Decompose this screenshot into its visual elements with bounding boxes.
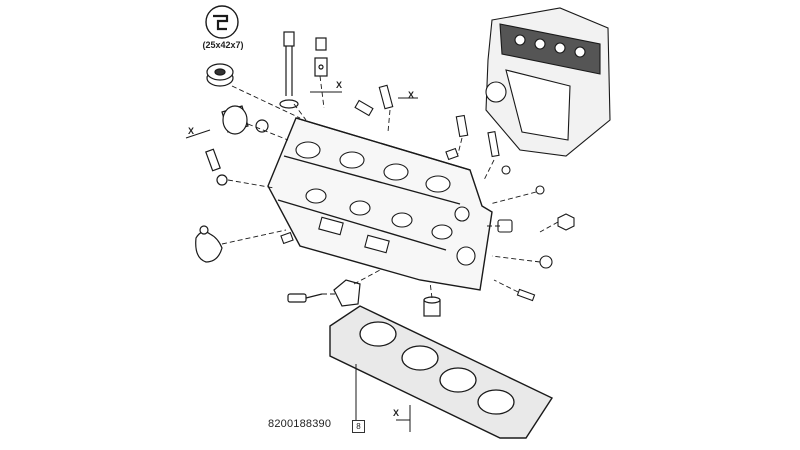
hydraulic-lifters [314, 37, 328, 77]
tappet-cylinder [221, 105, 269, 135]
leader-lines [221, 75, 559, 299]
axis-x-markers [185, 91, 418, 432]
dowel-pins [280, 147, 459, 245]
cylinder-head-block [267, 117, 493, 291]
engine-thumbnail [485, 7, 611, 157]
cylinder-head-gasket [329, 305, 554, 439]
axis-x-label-1: X [336, 80, 342, 90]
seal-profile-callout [205, 5, 239, 39]
reference-box: 8 [352, 420, 365, 433]
axis-x-label-4: X [393, 408, 399, 418]
valve-seal-ring [206, 63, 234, 87]
axis-x-label-3: X [188, 126, 194, 136]
bottom-bracket [287, 279, 361, 307]
seal-kit-pouch [195, 225, 223, 263]
part-number: 8200188390 [268, 418, 332, 430]
right-fittings [497, 213, 575, 302]
rocker-bolts [354, 84, 545, 195]
cylinder-head-bolt [279, 31, 299, 109]
axis-x-label-2: X [408, 90, 414, 100]
outlet-plug [423, 296, 441, 317]
left-bolt [205, 148, 228, 186]
seal-size-label: (25x42x7) [202, 40, 244, 50]
